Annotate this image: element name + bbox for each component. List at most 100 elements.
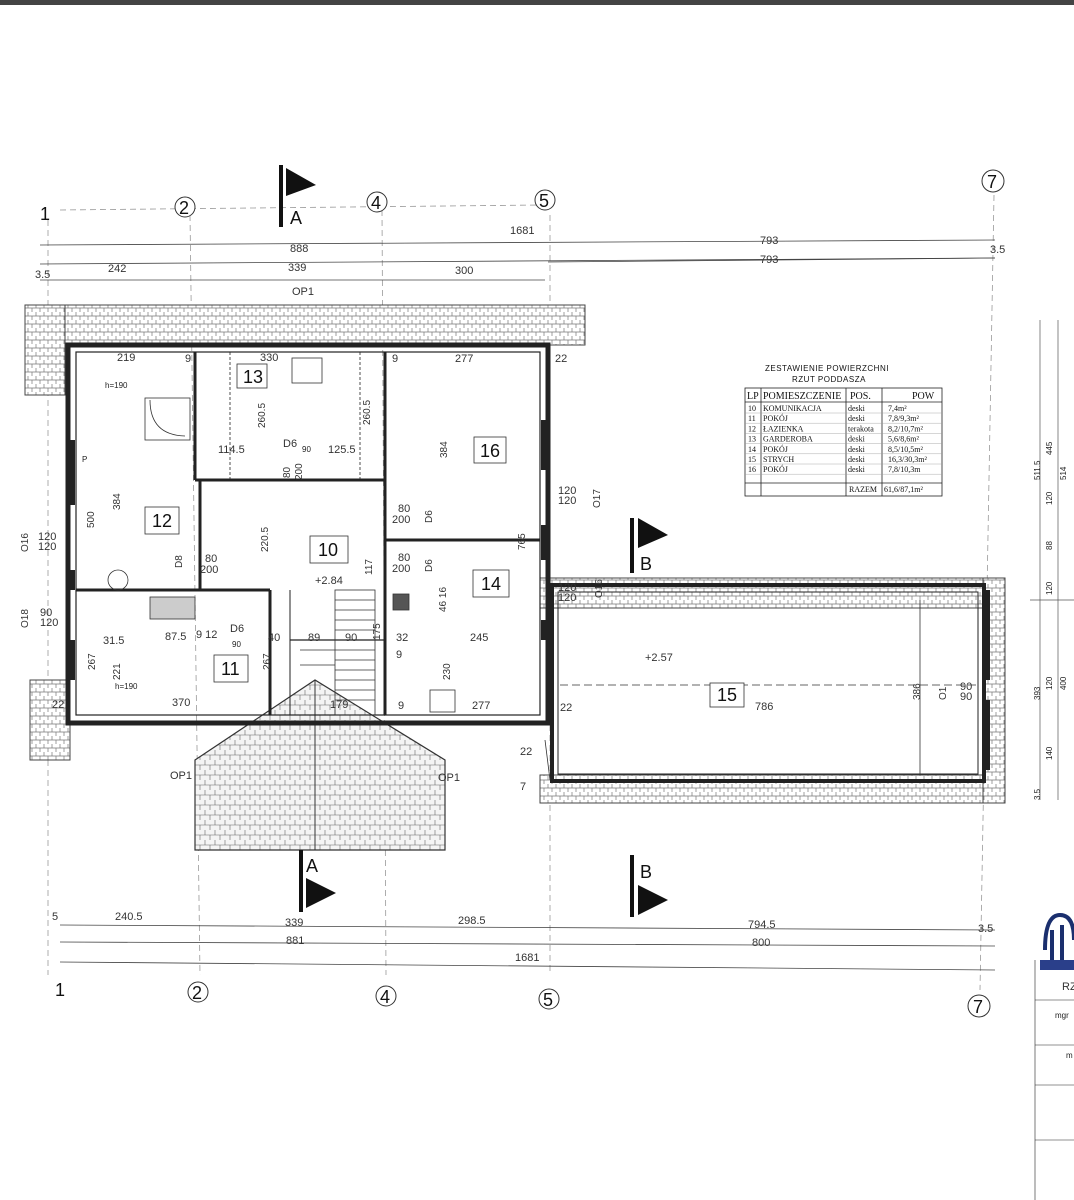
dim-245: 245 bbox=[470, 632, 488, 644]
table-total-label: RAZEM bbox=[849, 485, 877, 494]
dim-219: 219 bbox=[117, 352, 135, 364]
dim-9-c: 9 bbox=[396, 649, 402, 661]
table-cell: deski bbox=[848, 455, 866, 464]
section-label-a-bottom: A bbox=[306, 856, 318, 876]
dim-9-d: 9 bbox=[398, 700, 404, 712]
right-dim-label: 393 bbox=[1033, 686, 1042, 700]
table-cell: KOMUNIKACJA bbox=[763, 404, 822, 413]
top-bar bbox=[0, 0, 1074, 5]
section-label-a-top: A bbox=[290, 208, 302, 228]
table-cell: STRYCH bbox=[763, 455, 794, 464]
axis-label-4-top: 4 bbox=[371, 193, 381, 213]
table-cell: 13 bbox=[748, 435, 756, 444]
right-dimension-lines bbox=[1030, 320, 1074, 800]
label-o16-left: O16 bbox=[20, 533, 31, 552]
dim-22-a: 22 bbox=[555, 353, 567, 365]
room-16: 16 bbox=[480, 441, 500, 461]
table-header-pos: POS. bbox=[850, 391, 871, 402]
dim-386: 386 bbox=[912, 683, 923, 700]
top-dimension-lines bbox=[39, 239, 996, 281]
axis-label-7-bottom: 7 bbox=[973, 997, 983, 1017]
table-cell: terakota bbox=[848, 424, 874, 433]
table-cell: 11 bbox=[748, 414, 756, 423]
label-op1-right: OP1 bbox=[438, 772, 460, 784]
dim-267-b: 267 bbox=[262, 653, 273, 670]
room-15: 15 bbox=[717, 685, 737, 705]
label-o1: O1 bbox=[938, 686, 949, 700]
dim-242: 242 bbox=[108, 263, 126, 275]
dim-800: 800 bbox=[752, 937, 770, 949]
dim-793-a: 793 bbox=[760, 235, 778, 247]
dim-300: 300 bbox=[455, 265, 473, 277]
label-op1-left: OP1 bbox=[170, 770, 192, 782]
stairs bbox=[300, 589, 376, 716]
dim-277-bottom: 277 bbox=[472, 700, 490, 712]
dim-22-c: 22 bbox=[52, 699, 64, 711]
dim-200-b: 200 bbox=[392, 514, 410, 526]
roof-bottom-left bbox=[29, 679, 71, 761]
axis-label-5-bottom: 5 bbox=[543, 990, 553, 1010]
walls bbox=[65, 342, 986, 783]
dim-500: 500 bbox=[86, 511, 97, 528]
section-label-b-bottom: B bbox=[640, 862, 652, 882]
axis-label-1-bottom: 1 bbox=[55, 980, 65, 1000]
dim-384-b: 384 bbox=[112, 493, 123, 510]
axis-label-2-bottom: 2 bbox=[192, 983, 202, 1003]
table-cell: 12 bbox=[748, 424, 756, 433]
titleblock-mgr: mgr bbox=[1055, 1011, 1069, 1020]
right-dim-label: 88 bbox=[1045, 541, 1054, 550]
table-cell: 8,5/10,5m² bbox=[888, 445, 923, 454]
table-cell: 10 bbox=[748, 404, 756, 413]
dim-7: 7 bbox=[520, 781, 526, 793]
dim-200-a: 200 bbox=[294, 463, 305, 480]
dim-22-d: 22 bbox=[520, 746, 532, 758]
windows bbox=[69, 420, 990, 770]
right-dim-label: 514 bbox=[1059, 466, 1068, 480]
dormer-roof bbox=[194, 679, 446, 851]
section-label-b-top: B bbox=[640, 554, 652, 574]
label-d6-c: D6 bbox=[424, 559, 435, 572]
label-d6-b: D6 bbox=[424, 510, 435, 523]
axis-circles bbox=[174, 169, 1005, 1018]
dim-330: 330 bbox=[260, 352, 278, 364]
right-dim-label: 140 bbox=[1045, 746, 1054, 760]
dim-5-bottom: 5 bbox=[52, 911, 58, 923]
right-dim-label: 120 bbox=[1045, 676, 1054, 690]
room-12: 12 bbox=[152, 511, 172, 531]
section-markers bbox=[279, 165, 668, 917]
label-d6-d: D6 bbox=[230, 623, 244, 635]
dim-786: 786 bbox=[755, 701, 773, 713]
table-header-room: POMIESZCZENIE bbox=[763, 391, 841, 402]
bottom-dimension-lines bbox=[59, 924, 996, 971]
table-title-1: ZESTAWIENIE POWIERZCHNI bbox=[765, 364, 889, 373]
right-dim-label: 400 bbox=[1059, 676, 1068, 690]
table-cell: deski bbox=[848, 465, 866, 474]
axis-label-5-top: 5 bbox=[539, 191, 549, 211]
fixtures bbox=[107, 357, 980, 781]
table-cell: POKÓJ bbox=[763, 413, 788, 423]
dim-9-a: 9 bbox=[185, 353, 191, 365]
label-h190-a: h=190 bbox=[105, 381, 128, 390]
dim-89: 89 bbox=[308, 632, 320, 644]
roof-left bbox=[24, 304, 66, 396]
table-header-lp: LP bbox=[747, 391, 759, 402]
table-cell: 5,6/8,6m² bbox=[888, 435, 919, 444]
table-cell: 7,8/9,3m² bbox=[888, 414, 919, 423]
table-cell: POKÓJ bbox=[763, 464, 788, 474]
dim-117: 117 bbox=[364, 559, 375, 575]
titleblock-m: m bbox=[1066, 1051, 1073, 1060]
dim-277-top: 277 bbox=[455, 353, 473, 365]
dim-339-bottom: 339 bbox=[285, 917, 303, 929]
axis-label-7-top: 7 bbox=[987, 172, 997, 192]
table-title-2: RZUT PODDASZA bbox=[792, 375, 866, 384]
dim-765: 765 bbox=[517, 533, 528, 550]
label-op1-top: OP1 bbox=[292, 286, 314, 298]
dim-125-5: 125.5 bbox=[328, 444, 356, 456]
roof-top bbox=[24, 304, 586, 346]
dim-384-a: 384 bbox=[439, 441, 450, 458]
